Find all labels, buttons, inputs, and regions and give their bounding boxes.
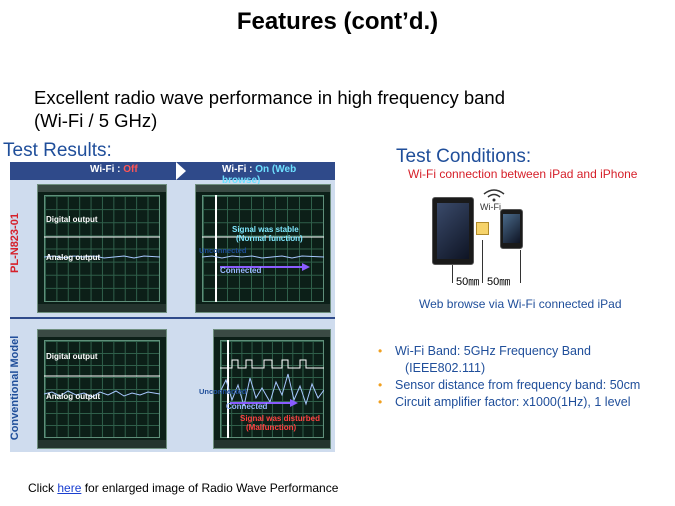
scope-conv-wifi-on: Connected Signal was disturbed (Malfunct… — [213, 329, 331, 449]
dimension-line — [452, 265, 453, 283]
connected-label-conv: Connected — [226, 402, 268, 411]
unconnected-label-conv: Unconnected — [199, 387, 247, 396]
intro-line-2: (Wi-Fi / 5 GHz) — [34, 110, 158, 131]
wifi-connection-text: Wi-Fi connection between iPad and iPhone — [408, 167, 638, 181]
test-results-heading: Test Results: — [3, 140, 112, 161]
digital-output-label: Digital output — [46, 215, 98, 224]
scope-toolbar — [38, 185, 166, 192]
test-conditions-heading: Test Conditions: — [396, 146, 532, 167]
bullet-continuation: (IEEE802.111) — [405, 361, 486, 375]
header-wifi-off: Wi-Fi : Off — [90, 164, 138, 175]
bullet-icon: • — [378, 344, 383, 358]
conditions-bullet-list: •Wi-Fi Band: 5GHz Frequency Band(IEEE802… — [378, 343, 673, 411]
test-results-panel: Wi-Fi : Off Wi-Fi : On (Web browse) PL-N… — [9, 162, 335, 452]
wifi-label: Wi-Fi — [480, 202, 501, 212]
disturbed-annotation-line-1: Signal was disturbed — [240, 414, 321, 423]
connected-label: Connected — [220, 266, 262, 275]
scope-pl-wifi-off: Digital output Analog output — [37, 184, 167, 313]
scope-trace — [44, 236, 160, 259]
bullet-item: •Sensor distance from frequency band: 50… — [378, 378, 641, 392]
scope-pl-wifi-on: Signal was stable (Normal function) Conn… — [195, 184, 331, 313]
header-off-state: Off — [123, 164, 138, 175]
header-on-prefix: Wi-Fi : — [222, 164, 253, 175]
bullet-icon: • — [378, 378, 383, 392]
header-on-state: On — [255, 164, 270, 175]
scope-toolbar — [214, 330, 330, 337]
sensor-icon — [476, 222, 489, 235]
scope-footer — [214, 440, 330, 448]
distance-label-2: 50㎜ — [487, 276, 511, 288]
scope-toolbar — [38, 330, 166, 337]
digital-output-label-conv: Digital output — [46, 352, 98, 361]
stable-annotation-line-2: (Normal function) — [236, 234, 303, 243]
scope-toolbar — [196, 185, 330, 192]
row-label-conventional: Conventional Model — [9, 335, 21, 441]
stable-annotation-line-1: Signal was stable — [232, 225, 299, 234]
distance-label-1: 50㎜ — [456, 276, 480, 288]
scope-trace — [202, 195, 324, 302]
row-divider — [10, 317, 335, 319]
results-header-bar: Wi-Fi : Off Wi-Fi : On (Web browse) — [10, 162, 335, 186]
slide-title: Features (cont’d.) — [236, 8, 439, 35]
analog-output-label: Analog output — [46, 253, 101, 262]
header-arrow-icon — [176, 162, 186, 180]
web-browse-caption: Web browse via Wi-Fi connected iPad — [419, 297, 622, 311]
scope-grid — [44, 340, 160, 438]
footer-text: Click here for enlarged image of Radio W… — [28, 481, 339, 495]
ipad-icon — [432, 197, 474, 265]
bullet-item: •Circuit amplifier factor: x1000(1Hz), 1… — [378, 395, 631, 409]
header-off-prefix: Wi-Fi : — [90, 164, 121, 175]
row-label-pl-n823: PL-N823-01 — [9, 213, 21, 273]
header-wifi-on: Wi-Fi : On (Web browse) — [222, 164, 335, 186]
scope-grid — [202, 195, 324, 302]
scope-grid — [44, 195, 160, 302]
iphone-icon — [500, 209, 523, 249]
analog-output-label-conv: Analog output — [46, 392, 101, 401]
scope-footer — [38, 440, 166, 448]
dimension-line — [520, 250, 521, 283]
bullet-item: •Wi-Fi Band: 5GHz Frequency Band(IEEE802… — [378, 343, 673, 377]
enlarged-image-link[interactable]: here — [57, 481, 82, 495]
bullet-icon: • — [378, 395, 383, 409]
scope-trace — [44, 375, 160, 398]
scope-footer — [196, 304, 330, 312]
header-on-note: (Web browse) — [222, 164, 297, 186]
scope-trace — [220, 340, 324, 438]
disturbed-annotation-line-2: (Malfunction) — [246, 423, 297, 432]
scope-footer — [38, 304, 166, 312]
dimension-line — [482, 240, 483, 283]
intro-line-1: Excellent radio wave performance in high… — [34, 87, 506, 108]
scope-conv-wifi-off: Digital output Analog output — [37, 329, 167, 449]
scope-grid — [220, 340, 324, 438]
wifi-icon — [483, 189, 505, 202]
intro-text: Excellent radio wave performance in high… — [34, 86, 634, 132]
unconnected-label: Unconnected — [199, 246, 247, 255]
